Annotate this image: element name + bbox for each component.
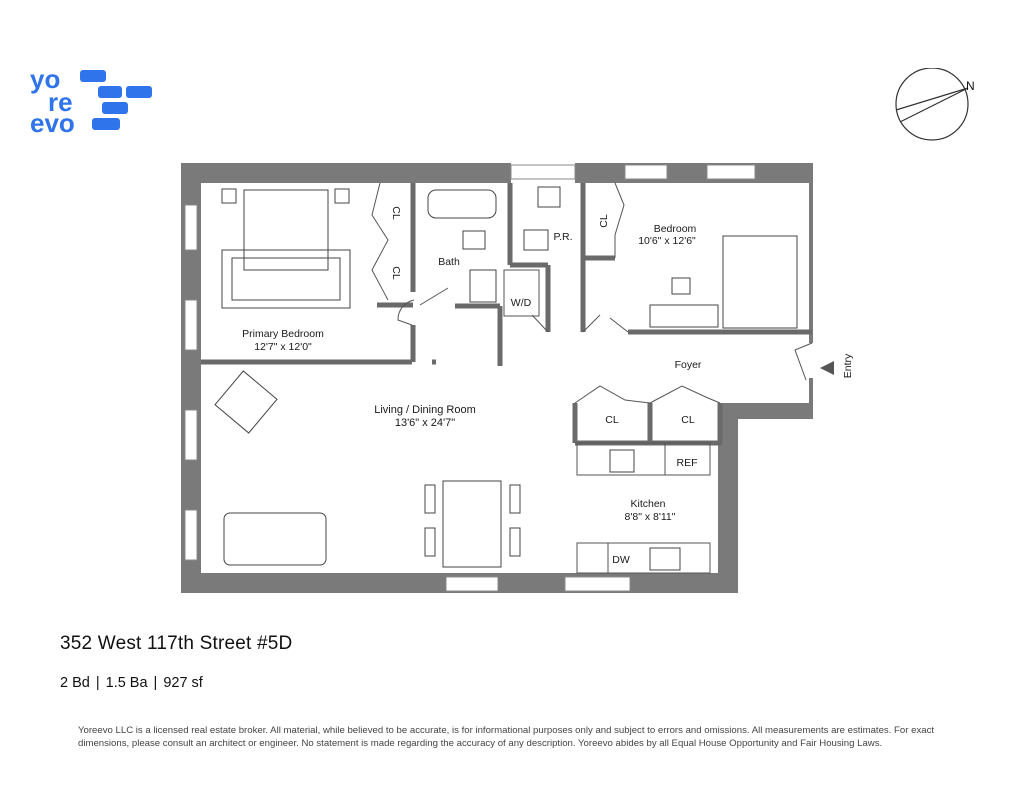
logo-bricks [80,70,152,130]
legal-disclaimer: Yoreevo LLC is a licensed real estate br… [78,725,935,749]
room-label-living: Living / Dining Room [374,404,476,416]
room-label-entry: Entry [842,353,854,378]
closet-label-2: CL [390,266,402,280]
closet-label-3: CL [598,214,610,228]
listing-baths: 1.5 Ba [105,675,148,691]
room-dims-primary-bedroom: 12'7" x 12'0" [254,341,312,353]
room-dims-bedroom: 10'6" x 12'6" [638,235,696,247]
listing-address: 352 West 117th Street #5D [60,633,293,654]
room-label-kitchen: Kitchen [630,498,665,510]
room-label-foyer: Foyer [675,359,702,371]
fridge-label: REF [677,457,698,469]
logo-text-re: re [48,87,73,117]
dishwasher-label: DW [612,554,630,566]
room-label-washer-dryer: W/D [511,297,532,309]
room-label-bath: Bath [438,256,460,268]
listing-area: 927 sf [163,675,203,691]
interior-walls [201,183,812,446]
spec-separator: | [95,675,100,691]
room-label-powder-room: P.R. [553,231,572,243]
walls [181,163,813,593]
windows [184,164,756,592]
north-compass-icon: N [895,68,975,141]
room-label-primary-bedroom: Primary Bedroom [242,328,324,340]
listing-specs: 2 Bd | 1.5 Ba | 927 sf [60,675,203,691]
entry-arrow-icon [820,361,834,375]
spec-separator: | [153,675,158,691]
closet-label-4: CL [605,414,619,426]
room-label-bedroom: Bedroom [654,223,697,235]
compass-north-label: N [966,79,975,93]
furniture [214,186,798,571]
closet-label-1: CL [390,206,402,220]
room-dims-kitchen: 8'8" x 8'11" [625,511,676,523]
listing-beds: 2 Bd [60,675,90,691]
doors-closets [371,182,813,574]
room-dims-living: 13'6" x 24'7" [395,417,455,429]
yoreevo-logo: yo re evo [30,66,152,136]
logo-text-evo: evo [30,108,75,136]
closet-label-5: CL [681,414,695,426]
logo-text-yo: yo [30,66,60,94]
